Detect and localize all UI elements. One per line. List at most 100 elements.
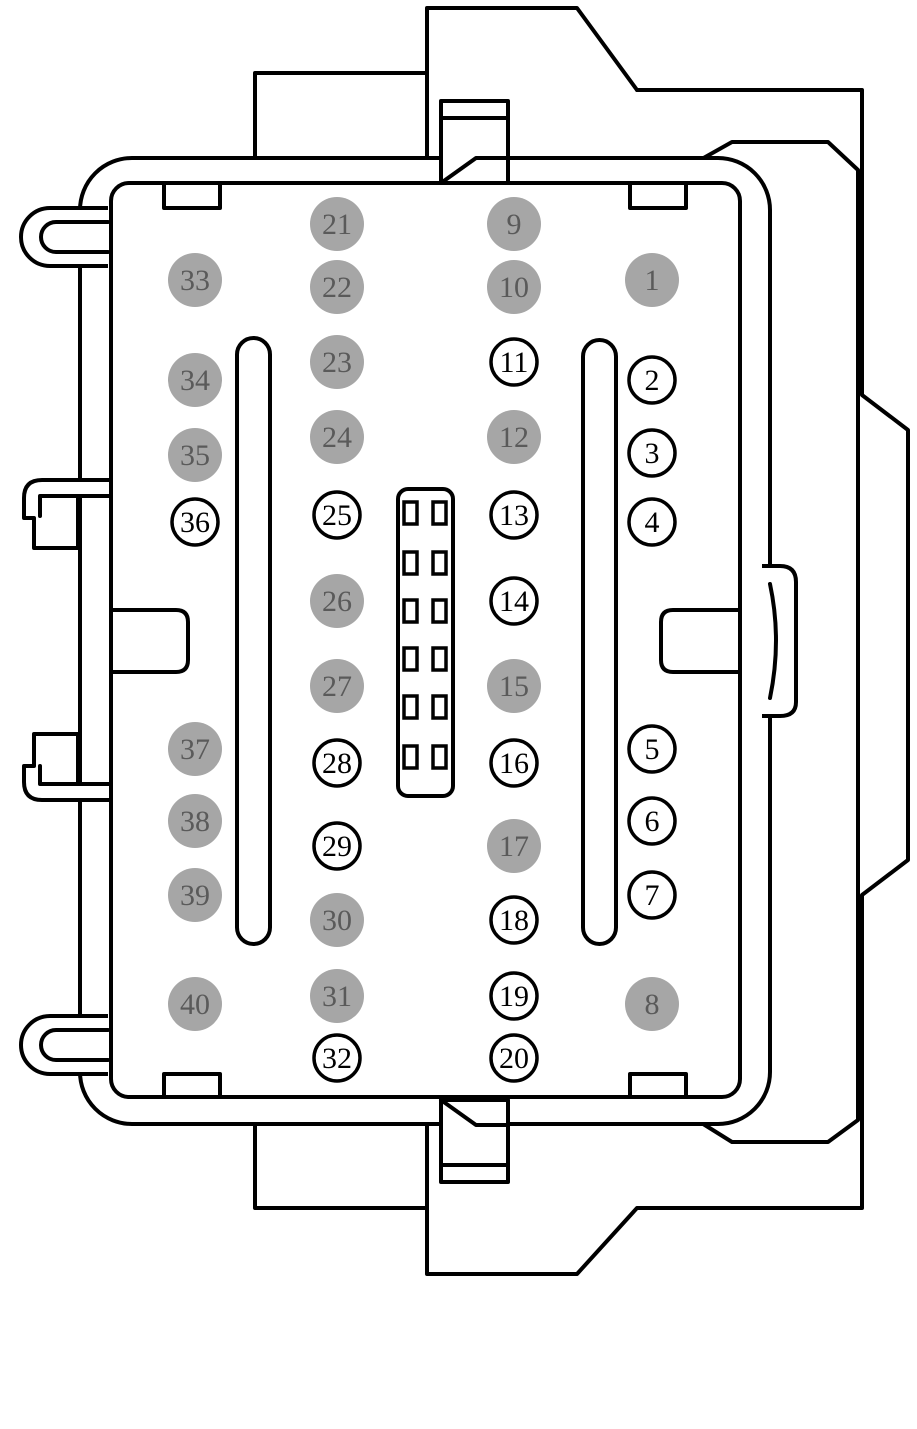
pin-31-circle [310, 969, 364, 1023]
pin-24-circle [310, 410, 364, 464]
pin-2-circle [627, 355, 677, 405]
pin-12-circle [487, 410, 541, 464]
connector-face [109, 181, 742, 1099]
pin-26-circle [310, 574, 364, 628]
pin-19: 19 [489, 971, 539, 1021]
pin-5-label: 5 [645, 733, 660, 766]
pin-30-label: 30 [322, 904, 352, 937]
pin-17-label: 17 [499, 830, 529, 863]
pin-8: 8 [625, 977, 679, 1031]
pin-39-label: 39 [180, 879, 210, 912]
pin-32-circle [312, 1033, 362, 1083]
pin-3-label: 3 [645, 437, 660, 470]
pin-25: 25 [312, 490, 362, 540]
pin-26-label: 26 [322, 585, 352, 618]
pin-12-label: 12 [499, 421, 529, 454]
pin-18-circle [489, 895, 539, 945]
pin-13-circle [489, 490, 539, 540]
pin-23: 23 [310, 335, 364, 389]
left-slot [235, 336, 272, 946]
pin-38-circle [168, 794, 222, 848]
pin-6-circle [627, 796, 677, 846]
center-cavity-5-2 [431, 694, 448, 720]
corner-notch-bottom-left [162, 1072, 222, 1099]
pin-24-label: 24 [322, 421, 352, 454]
pin-4-circle [627, 497, 677, 547]
pin-19-circle [489, 971, 539, 1021]
pin-17: 17 [487, 819, 541, 873]
pin-8-circle [625, 977, 679, 1031]
pin-32-label: 32 [322, 1042, 352, 1075]
bottom-locking-tab [439, 1098, 510, 1184]
pin-1-circle [625, 253, 679, 307]
pin-35: 35 [168, 428, 222, 482]
pin-1: 1 [625, 253, 679, 307]
pin-14-circle [489, 576, 539, 626]
left-upper-clip [22, 478, 110, 550]
pin-38-label: 38 [180, 805, 210, 838]
center-cavity-1-1 [402, 500, 419, 526]
pin-33-label: 33 [180, 264, 210, 297]
center-cavity-4-2 [431, 646, 448, 672]
pin-7-circle [627, 870, 677, 920]
center-cavity-2-1 [402, 550, 419, 576]
pin-34-label: 34 [180, 364, 210, 397]
pin-37: 37 [168, 722, 222, 776]
pin-31: 31 [310, 969, 364, 1023]
pin-9-circle [487, 197, 541, 251]
pin-2: 2 [627, 355, 677, 405]
center-cavity-6-1 [402, 744, 419, 770]
pin-3-circle [627, 428, 677, 478]
pin-22-label: 22 [322, 271, 352, 304]
pin-17-circle [487, 819, 541, 873]
connector-back-shell [253, 6, 910, 1276]
corner-notch-top-right [628, 181, 688, 210]
center-cavity-6-2 [431, 744, 448, 770]
pin-14: 14 [489, 576, 539, 626]
pin-4: 4 [627, 497, 677, 547]
pin-11: 11 [489, 337, 539, 387]
pin-4-label: 4 [645, 506, 660, 539]
left-lower-clip [22, 732, 110, 802]
pin-30-circle [310, 893, 364, 947]
pin-6: 6 [627, 796, 677, 846]
pin-8-label: 8 [645, 988, 660, 1021]
pin-40-label: 40 [180, 988, 210, 1021]
pin-29-label: 29 [322, 830, 352, 863]
pin-10: 10 [487, 260, 541, 314]
pin-36-circle [170, 497, 220, 547]
pin-34: 34 [168, 353, 222, 407]
pin-15-circle [487, 659, 541, 713]
pin-40-circle [168, 977, 222, 1031]
pin-34-circle [168, 353, 222, 407]
center-cavity-5-1 [402, 694, 419, 720]
pin-9-label: 9 [507, 208, 522, 241]
pin-24: 24 [310, 410, 364, 464]
pin-13-label: 13 [499, 499, 529, 532]
pin-30: 30 [310, 893, 364, 947]
pin-21-circle [310, 197, 364, 251]
pin-18-label: 18 [499, 904, 529, 937]
pin-37-circle [168, 722, 222, 776]
pin-35-circle [168, 428, 222, 482]
right-key [659, 608, 742, 674]
pin-20-label: 20 [499, 1042, 529, 1075]
pin-19-label: 19 [499, 980, 529, 1013]
pin-27-circle [310, 659, 364, 713]
pin-29: 29 [312, 821, 362, 871]
pin-15-label: 15 [499, 670, 529, 703]
pin-28-circle [312, 738, 362, 788]
pin-9: 9 [487, 197, 541, 251]
pin-20: 20 [489, 1033, 539, 1083]
pin-31-label: 31 [322, 980, 352, 1013]
pin-29-circle [312, 821, 362, 871]
corner-notch-top-left [162, 181, 222, 210]
pin-27: 27 [310, 659, 364, 713]
pin-16-label: 16 [499, 747, 529, 780]
pin-1-label: 1 [645, 264, 660, 297]
corner-notch-bottom-right [628, 1072, 688, 1099]
pin-27-label: 27 [322, 670, 352, 703]
pin-23-circle [310, 335, 364, 389]
pin-11-label: 11 [500, 346, 529, 379]
